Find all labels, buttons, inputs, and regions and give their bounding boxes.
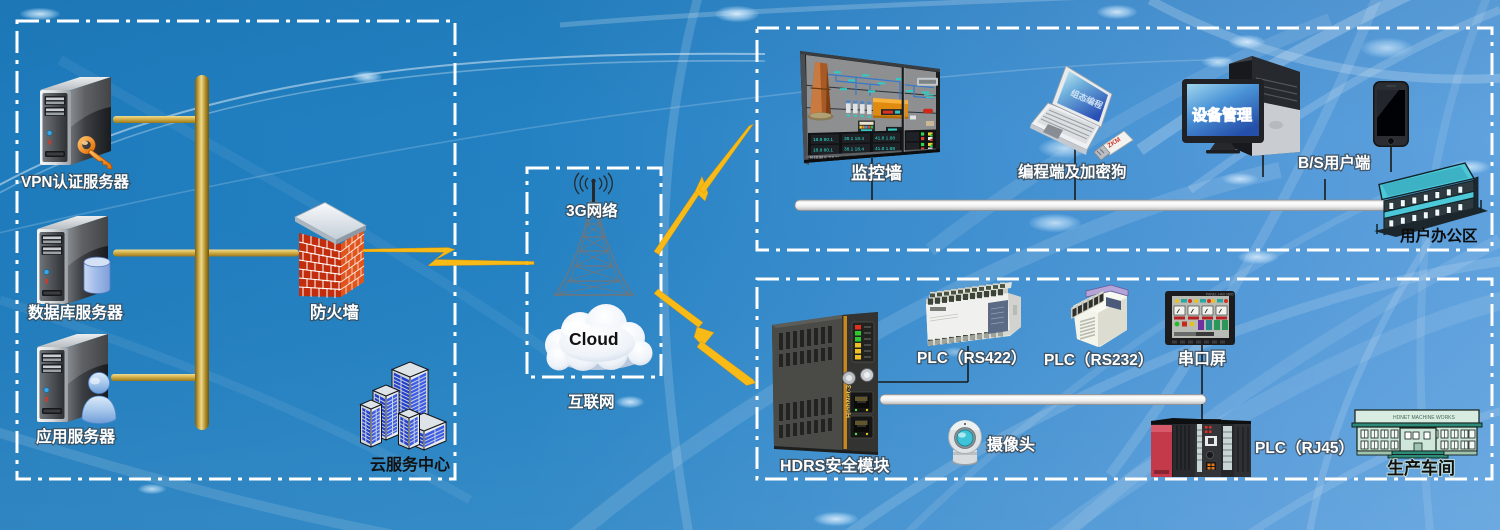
svg-text:18.8 80.1: 18.8 80.1 [813, 137, 833, 143]
svg-text:应用服务器: 应用服务器 [36, 427, 115, 446]
svg-text:B/S用户端: B/S用户端 [1298, 153, 1371, 172]
svg-text:N 18.86 E 116.21: N 18.86 E 116.21 [810, 156, 839, 160]
svg-text:3G网络: 3G网络 [566, 201, 618, 220]
svg-text:Cloud: Cloud [569, 329, 619, 349]
svg-text:HDNET MACHINE WORKS: HDNET MACHINE WORKS [1393, 415, 1456, 421]
svg-text:摄像头: 摄像头 [987, 435, 1035, 454]
svg-text:监控墙: 监控墙 [851, 163, 902, 183]
svg-text:生产车间: 生产车间 [1387, 458, 1455, 478]
svg-text:HighNet-3000: HighNet-3000 [846, 373, 853, 418]
svg-text:防火墙: 防火墙 [310, 303, 359, 322]
svg-text:云服务中心: 云服务中心 [370, 455, 450, 474]
svg-text:互联网: 互联网 [568, 393, 615, 411]
svg-text:串口屏: 串口屏 [1178, 349, 1226, 368]
svg-text:41.8 1.88: 41.8 1.88 [875, 146, 895, 152]
svg-text:编程端及加密狗: 编程端及加密狗 [1018, 162, 1127, 181]
svg-text:38.1 18.4: 38.1 18.4 [844, 147, 864, 153]
svg-text:38.1 18.4: 38.1 18.4 [844, 136, 864, 142]
svg-text:数据库服务器: 数据库服务器 [28, 303, 123, 322]
svg-text:PLC（RS232）: PLC（RS232） [1044, 351, 1153, 369]
svg-text:PLC（RS422）: PLC（RS422） [917, 349, 1026, 367]
svg-text:HDRS安全模块: HDRS安全模块 [780, 456, 890, 475]
svg-text:18.8 80.1: 18.8 80.1 [813, 148, 833, 154]
svg-text:41.8 1.88: 41.8 1.88 [875, 135, 895, 141]
svg-text:PLC（RJ45）: PLC（RJ45） [1255, 439, 1354, 457]
svg-text:PANEL-HMI 0800: PANEL-HMI 0800 [1206, 293, 1234, 297]
svg-text:VPN认证服务器: VPN认证服务器 [21, 173, 130, 191]
svg-text:设备管理: 设备管理 [1192, 106, 1252, 124]
svg-text:用户办公区: 用户办公区 [1400, 226, 1478, 245]
